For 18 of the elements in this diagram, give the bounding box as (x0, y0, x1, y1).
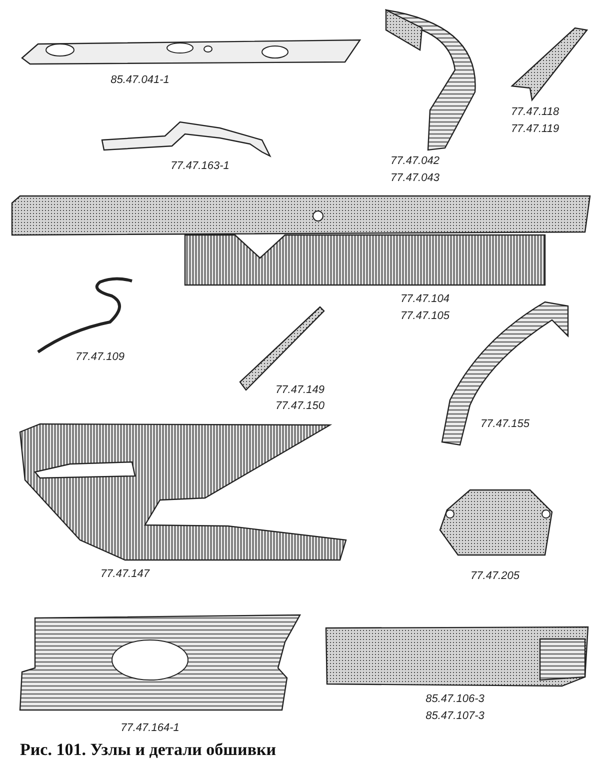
part-number: 77.47.150 (276, 400, 324, 413)
part-number: 77.47.042 (390, 155, 440, 168)
part-number: 77.47.105 (400, 310, 450, 323)
part-number: 85.47.106-3 (426, 693, 484, 706)
part-number: 85.47.041-1 (110, 74, 170, 87)
part-number: 77.47.147 (100, 568, 150, 581)
part-number: 77.47.149 (276, 384, 324, 397)
part-number: 77.47.163-1 (170, 160, 230, 173)
part-number: 77.47.205 (470, 570, 520, 583)
part-number: 77.47.119 (510, 123, 560, 136)
part-number: 77.47.104 (400, 293, 450, 306)
part-number: 77.47.118 (510, 106, 560, 119)
part-number: 77.47.164-1 (120, 722, 180, 735)
part-number: 77.47.109 (76, 351, 124, 364)
figure-caption: Рис. 101. Узлы и детали обшивки (20, 740, 276, 760)
part-number: 85.47.107-3 (426, 710, 484, 723)
part-number: 77.47.043 (390, 172, 440, 185)
part-number: 77.47.155 (480, 418, 530, 431)
